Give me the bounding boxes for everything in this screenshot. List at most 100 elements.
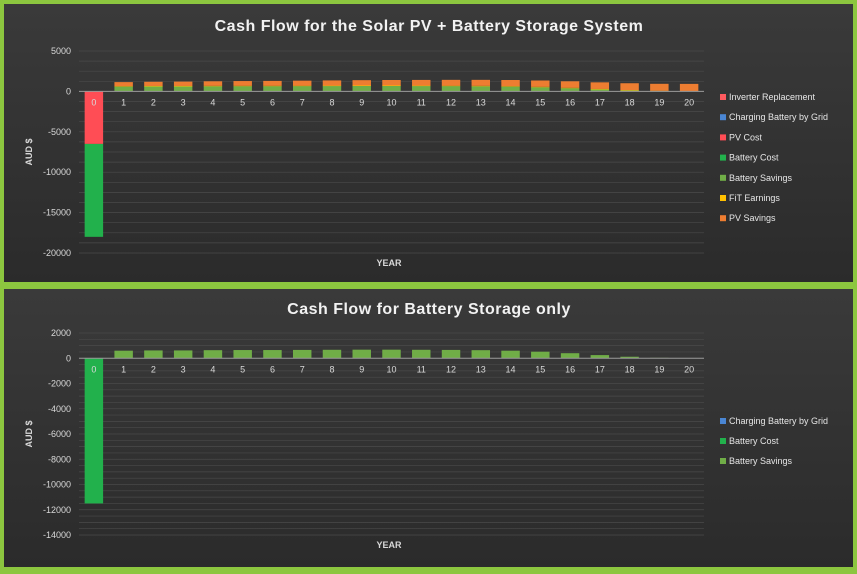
bar-segment	[144, 81, 163, 86]
x-tick-label: 7	[300, 364, 305, 374]
bar-segment	[114, 86, 133, 92]
bar-segment	[501, 86, 520, 87]
legend-swatch	[720, 134, 726, 141]
legend-label: PV Savings	[729, 213, 776, 223]
bar-segment	[203, 86, 223, 92]
bar-segment	[471, 85, 491, 87]
x-tick-label: 16	[565, 97, 575, 107]
bar-segment	[173, 81, 193, 86]
x-tick-label: 4	[210, 364, 215, 374]
bar-segment	[173, 86, 193, 92]
legend-label: Charging Battery by Grid	[729, 416, 828, 426]
bar-segment	[441, 86, 461, 92]
bar-segment	[144, 86, 163, 92]
bar-segment	[441, 85, 461, 87]
bar-segment	[679, 83, 699, 91]
bar-segment	[322, 349, 342, 359]
bar-segment	[233, 350, 252, 359]
x-tick-label: 1	[121, 97, 126, 107]
y-tick-label: 2000	[51, 328, 71, 338]
legend-label: Battery Savings	[729, 173, 793, 183]
x-tick-label: 2	[151, 97, 156, 107]
bar-segment	[412, 79, 431, 86]
x-tick-label: 0	[91, 97, 96, 107]
bar-segment	[471, 79, 491, 86]
legend-label: Battery Savings	[729, 456, 793, 466]
bar-segment	[531, 87, 550, 92]
y-tick-label: 0	[66, 353, 71, 363]
x-tick-label: 3	[181, 97, 186, 107]
bar-segment	[620, 356, 639, 359]
bar-segment	[114, 350, 133, 359]
y-tick-label: -10000	[43, 167, 71, 177]
bar-segment	[233, 81, 252, 86]
legend-swatch	[720, 174, 726, 181]
bar-segment	[501, 86, 520, 92]
bar-segment	[322, 80, 342, 86]
bar-segment	[412, 85, 431, 92]
x-tick-label: 2	[151, 364, 156, 374]
x-tick-label: 0	[91, 364, 96, 374]
x-tick-label: 11	[417, 364, 426, 374]
x-tick-label: 12	[446, 364, 456, 374]
legend-label: PV Cost	[729, 132, 763, 142]
bar-segment	[471, 86, 491, 92]
y-tick-label: -6000	[48, 429, 71, 439]
x-tick-label: 10	[386, 97, 396, 107]
x-tick-label: 14	[506, 97, 516, 107]
x-tick-label: 6	[270, 97, 275, 107]
bar-segment	[382, 85, 401, 92]
legend-label: FiT Earnings	[729, 193, 780, 203]
bar-segment	[173, 85, 193, 87]
bar-segment	[412, 349, 431, 359]
bar-segment	[560, 88, 580, 92]
bar-segment	[590, 88, 610, 90]
bars	[84, 79, 699, 237]
x-tick-label: 8	[329, 364, 334, 374]
y-tick-label: -12000	[43, 505, 71, 515]
legend-swatch	[720, 94, 726, 100]
y-axis-label: AUD $	[24, 138, 34, 165]
bar-segment	[292, 85, 312, 87]
bar-segment	[650, 83, 669, 91]
bar-segment	[382, 349, 401, 359]
x-tick-label: 8	[329, 97, 334, 107]
gridlines	[79, 332, 704, 536]
bar-segment	[441, 79, 461, 86]
x-tick-label: 15	[535, 97, 545, 107]
x-tick-label: 11	[417, 97, 426, 107]
bar-segment	[412, 85, 431, 87]
x-tick-label: 13	[476, 364, 486, 374]
bar-segment	[263, 86, 282, 92]
bar-segment	[352, 349, 371, 359]
bar-segment	[114, 82, 133, 87]
bar-segment	[144, 350, 163, 359]
y-tick-label: -8000	[48, 454, 71, 464]
bar-segment	[620, 83, 639, 91]
bar-segment	[590, 82, 610, 89]
bar-segment	[84, 143, 104, 237]
bar-segment	[531, 351, 550, 359]
bar-segment	[352, 85, 371, 87]
x-tick-label: 14	[506, 364, 516, 374]
x-tick-label: 17	[595, 97, 605, 107]
y-tick-label: -4000	[48, 404, 71, 414]
x-tick-label: 18	[625, 97, 635, 107]
bar-segment	[560, 353, 580, 359]
x-tick-label: 1	[121, 364, 126, 374]
bar-segment	[263, 85, 282, 87]
bar-segment	[560, 87, 580, 89]
bar-segment	[292, 349, 312, 359]
x-tick-label: 20	[684, 97, 694, 107]
x-tick-label: 9	[359, 364, 364, 374]
bar-segment	[531, 86, 550, 88]
bar-segment	[501, 80, 520, 87]
gridlines	[79, 50, 704, 254]
x-tick-label: 9	[359, 97, 364, 107]
bar-segment	[203, 85, 223, 87]
legend-label: Charging Battery by Grid	[729, 112, 828, 122]
y-tick-label: -10000	[43, 480, 71, 490]
bar-segment	[382, 85, 401, 87]
